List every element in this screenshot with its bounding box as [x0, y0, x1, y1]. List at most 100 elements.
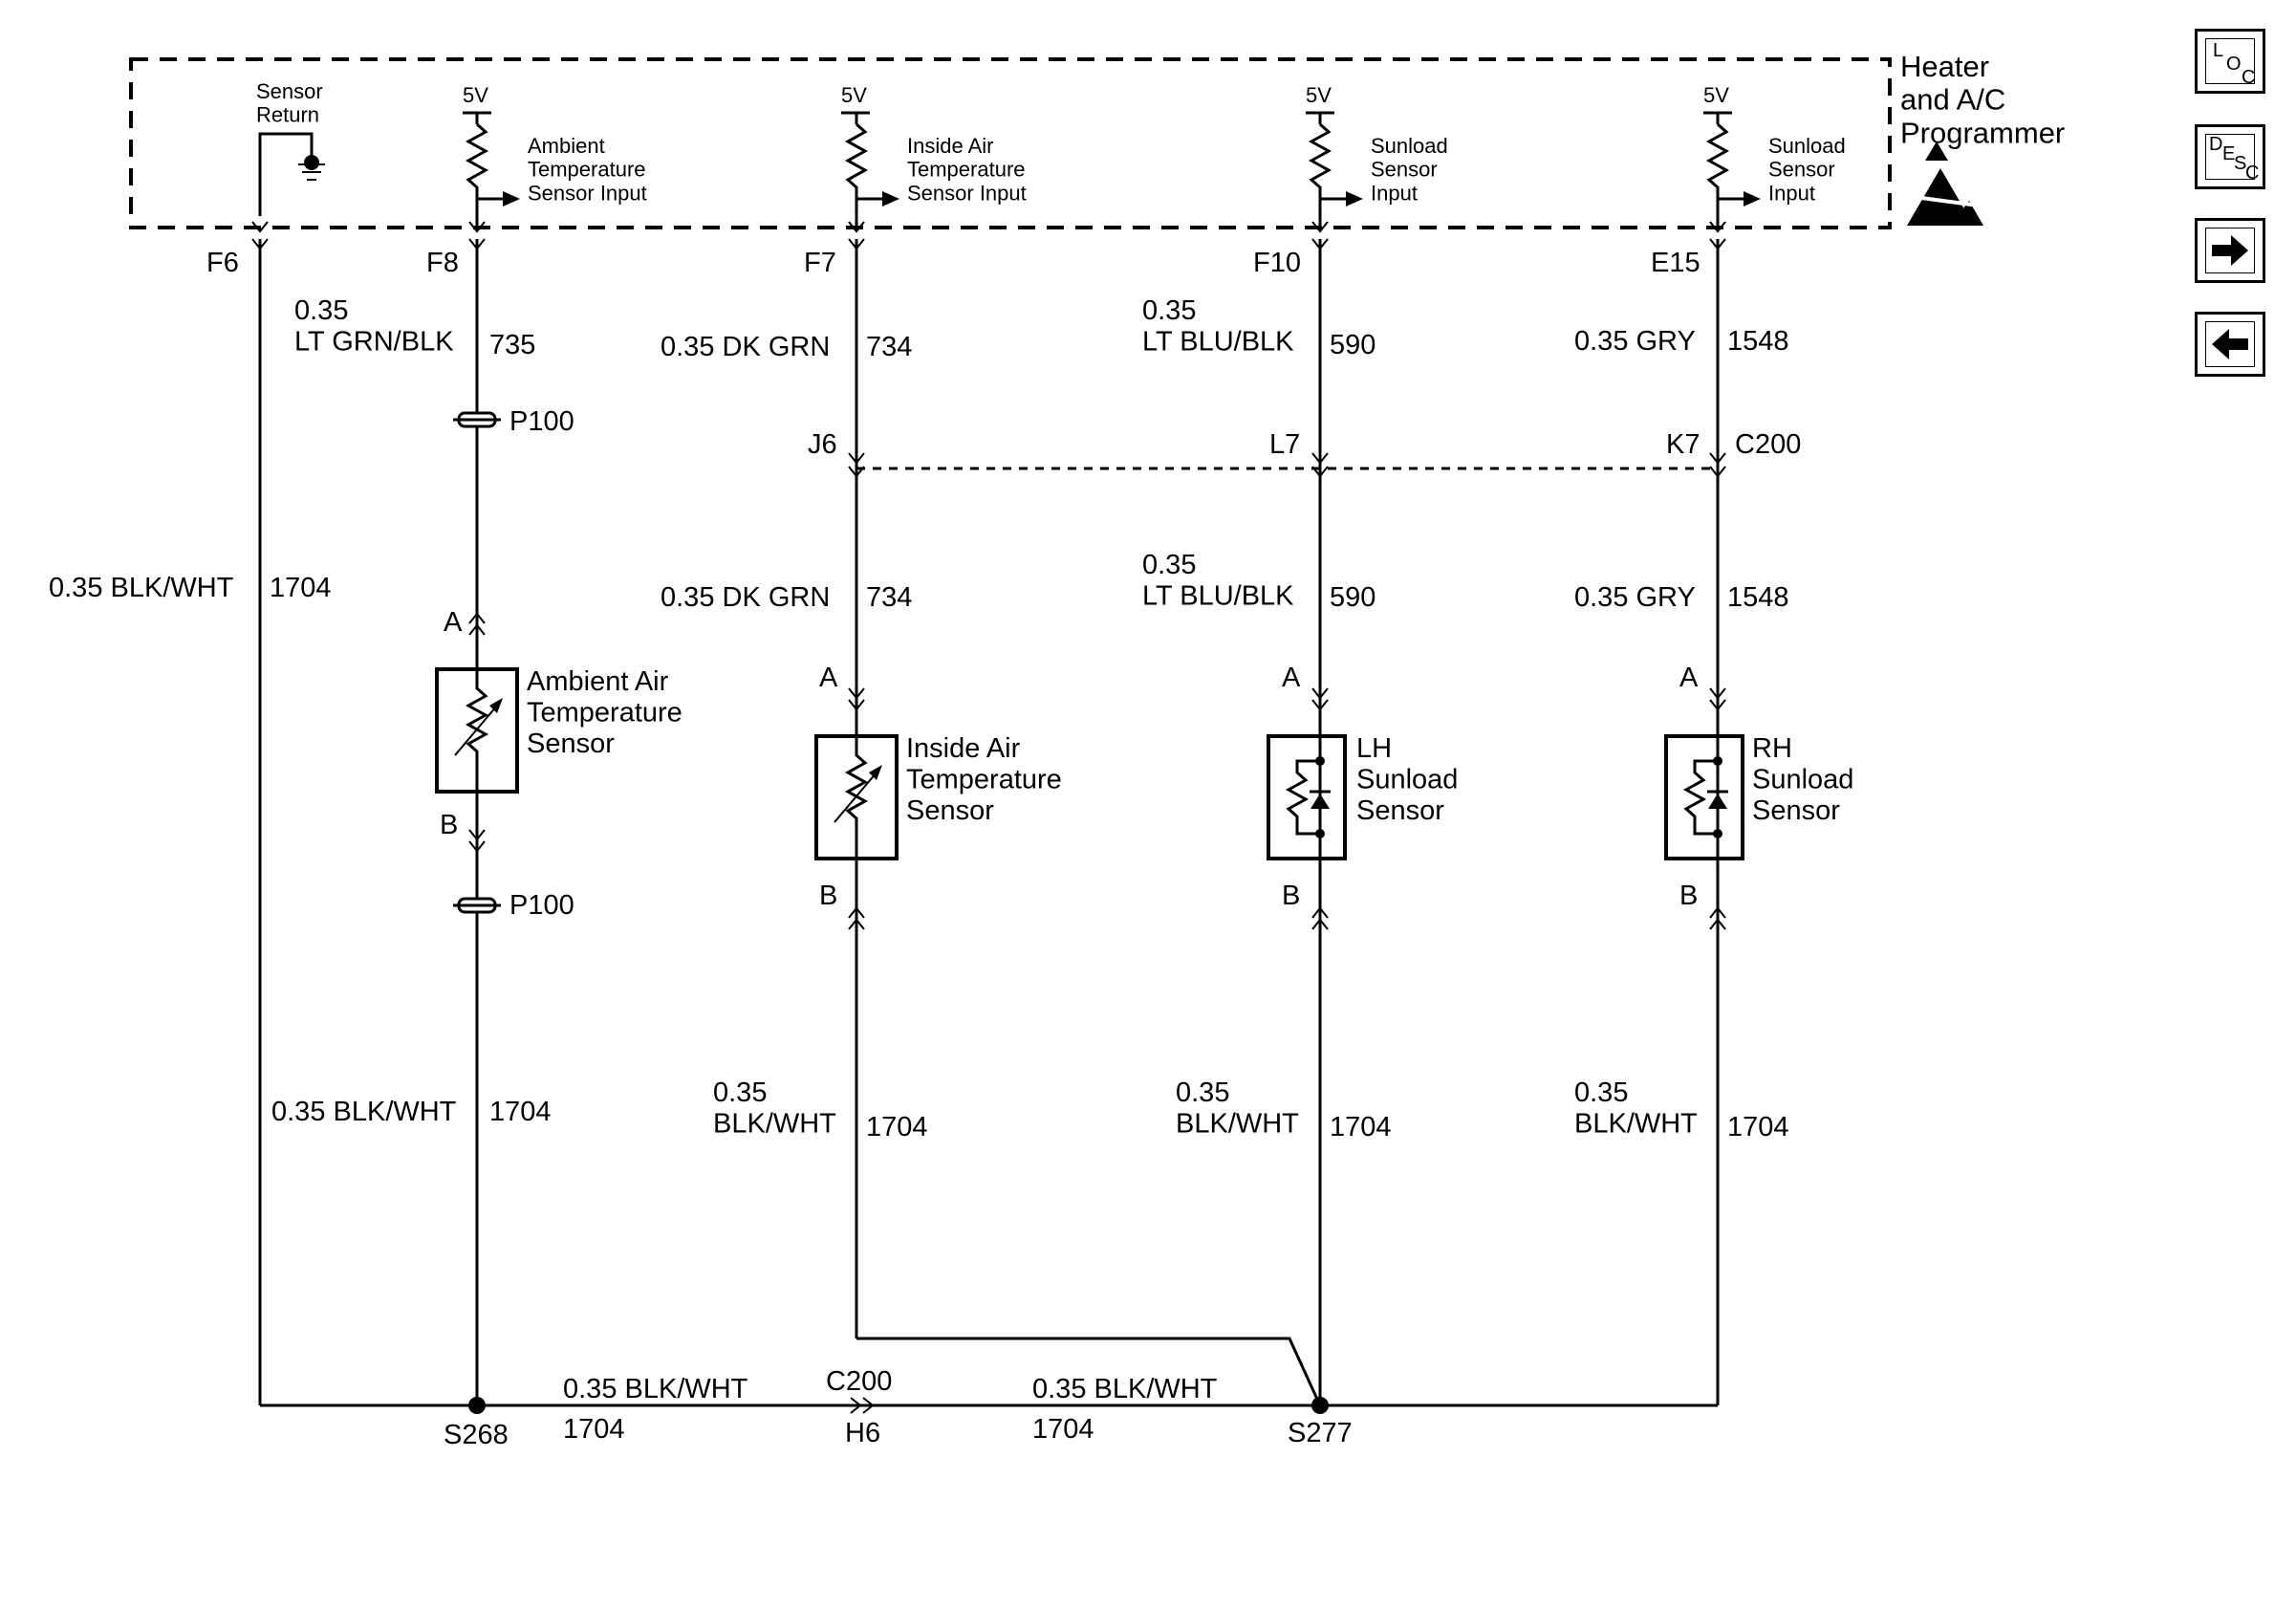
pin-f8: F8: [426, 248, 459, 278]
desc-button[interactable]: D E S C: [2195, 124, 2265, 189]
p100-connector-upper: [453, 411, 501, 428]
wire-c5-bottom-circuit: 1704: [1727, 1112, 1789, 1142]
loc-letter-o: O: [2226, 54, 2242, 75]
desc-letter-d: D: [2209, 134, 2223, 155]
next-page-button[interactable]: [2195, 218, 2265, 283]
desc-letter-e: E: [2222, 143, 2236, 164]
lh-pin-b: B: [1282, 881, 1300, 911]
desc-letter-c: C: [2245, 163, 2260, 184]
wire-c5-mid: 0.35 GRY: [1574, 582, 1696, 613]
rh-sunload-sensor: [1664, 734, 1744, 860]
c200-pin-j6: J6: [808, 429, 837, 460]
lh-sunload-sensor: [1267, 734, 1347, 860]
wire-c5-top-circuit: 1548: [1727, 326, 1789, 357]
component-pin-chevrons: [468, 612, 1726, 930]
c200-ground-label: C200: [826, 1366, 892, 1397]
supply-label-col4: 5V: [1306, 83, 1332, 107]
wire-c4-bottom-circuit: 1704: [1330, 1112, 1392, 1142]
c200-pin-l7: L7: [1269, 429, 1300, 460]
wire-c2-top-circuit: 735: [489, 330, 535, 360]
wire-c2-bottom-circuit: 1704: [489, 1097, 552, 1127]
pin-f7: F7: [804, 248, 836, 278]
wire-c3-mid: 0.35 DK GRN: [661, 582, 830, 613]
lh-pin-a: A: [1282, 663, 1301, 693]
rh-pin-a: A: [1679, 663, 1699, 693]
inside-air-temperature-sensor: [814, 734, 899, 860]
splice-s268: [468, 1397, 486, 1414]
c200-ground-pin: H6: [845, 1418, 880, 1448]
splice-s277-label: S277: [1288, 1418, 1353, 1448]
next-page-frame: [2205, 228, 2255, 273]
arrow-right-icon: [2212, 235, 2248, 266]
p100-label-upper: P100: [509, 406, 574, 437]
inside-pin-a: A: [819, 663, 838, 693]
pin-f10: F10: [1253, 248, 1301, 278]
splice-s277: [1311, 1397, 1329, 1414]
wire-ground-right: 0.35 BLK/WHT: [1032, 1374, 1218, 1404]
wire-c5-mid-circuit: 1548: [1727, 582, 1789, 613]
supply-label-col3: 5V: [841, 83, 867, 107]
wire-ground-left-circuit: 1704: [563, 1414, 625, 1445]
esd-warning-icon: [1906, 141, 1983, 226]
sensor-return-ground: [258, 132, 325, 216]
wire-c4-mid-circuit: 590: [1330, 582, 1375, 613]
module-outline: [129, 57, 1892, 229]
wire-c5-top: 0.35 GRY: [1574, 326, 1696, 357]
pin-chevrons: [251, 221, 1726, 250]
c200-chevrons: [848, 452, 1726, 478]
wire-c1-circuit: 1704: [270, 573, 332, 603]
wire-c3-bottom-circuit: 1704: [866, 1112, 928, 1142]
rh-pin-b: B: [1679, 881, 1698, 911]
wire-c4-top-circuit: 590: [1330, 330, 1375, 360]
wire-c2-bottom: 0.35 BLK/WHT: [271, 1097, 457, 1127]
pin-f6: F6: [206, 248, 239, 278]
wire-c3-top: 0.35 DK GRN: [661, 332, 830, 362]
splice-s268-label: S268: [444, 1420, 509, 1450]
supply-label-col5: 5V: [1703, 83, 1729, 107]
pin-e15: E15: [1651, 248, 1700, 278]
wire-c3-mid-circuit: 734: [866, 582, 912, 613]
loc-button-frame: [2205, 38, 2255, 84]
ambient-pin-a: A: [444, 607, 463, 638]
arrow-left-icon: [2212, 329, 2248, 359]
supply-label-col2: 5V: [463, 83, 488, 107]
p100-label-lower: P100: [509, 890, 574, 921]
ambient-air-temperature-sensor: [435, 667, 519, 794]
c200-ground-chevrons: [850, 1397, 875, 1414]
desc-letter-s: S: [2234, 153, 2247, 174]
ambient-pin-b: B: [440, 810, 458, 840]
p100-connector-lower: [453, 897, 501, 914]
loc-button[interactable]: L O C: [2195, 29, 2265, 94]
prev-page-button[interactable]: [2195, 312, 2265, 377]
c200-label: C200: [1735, 429, 1801, 460]
prev-page-frame: [2205, 321, 2255, 367]
desc-button-frame: [2205, 134, 2255, 180]
c200-pin-k7: K7: [1666, 429, 1700, 460]
loc-letter-l: L: [2213, 40, 2224, 61]
loc-letter-c: C: [2242, 67, 2256, 88]
inside-pin-b: B: [819, 881, 837, 911]
wire-c3-top-circuit: 734: [866, 332, 912, 362]
wire-c1-main: 0.35 BLK/WHT: [49, 573, 234, 603]
